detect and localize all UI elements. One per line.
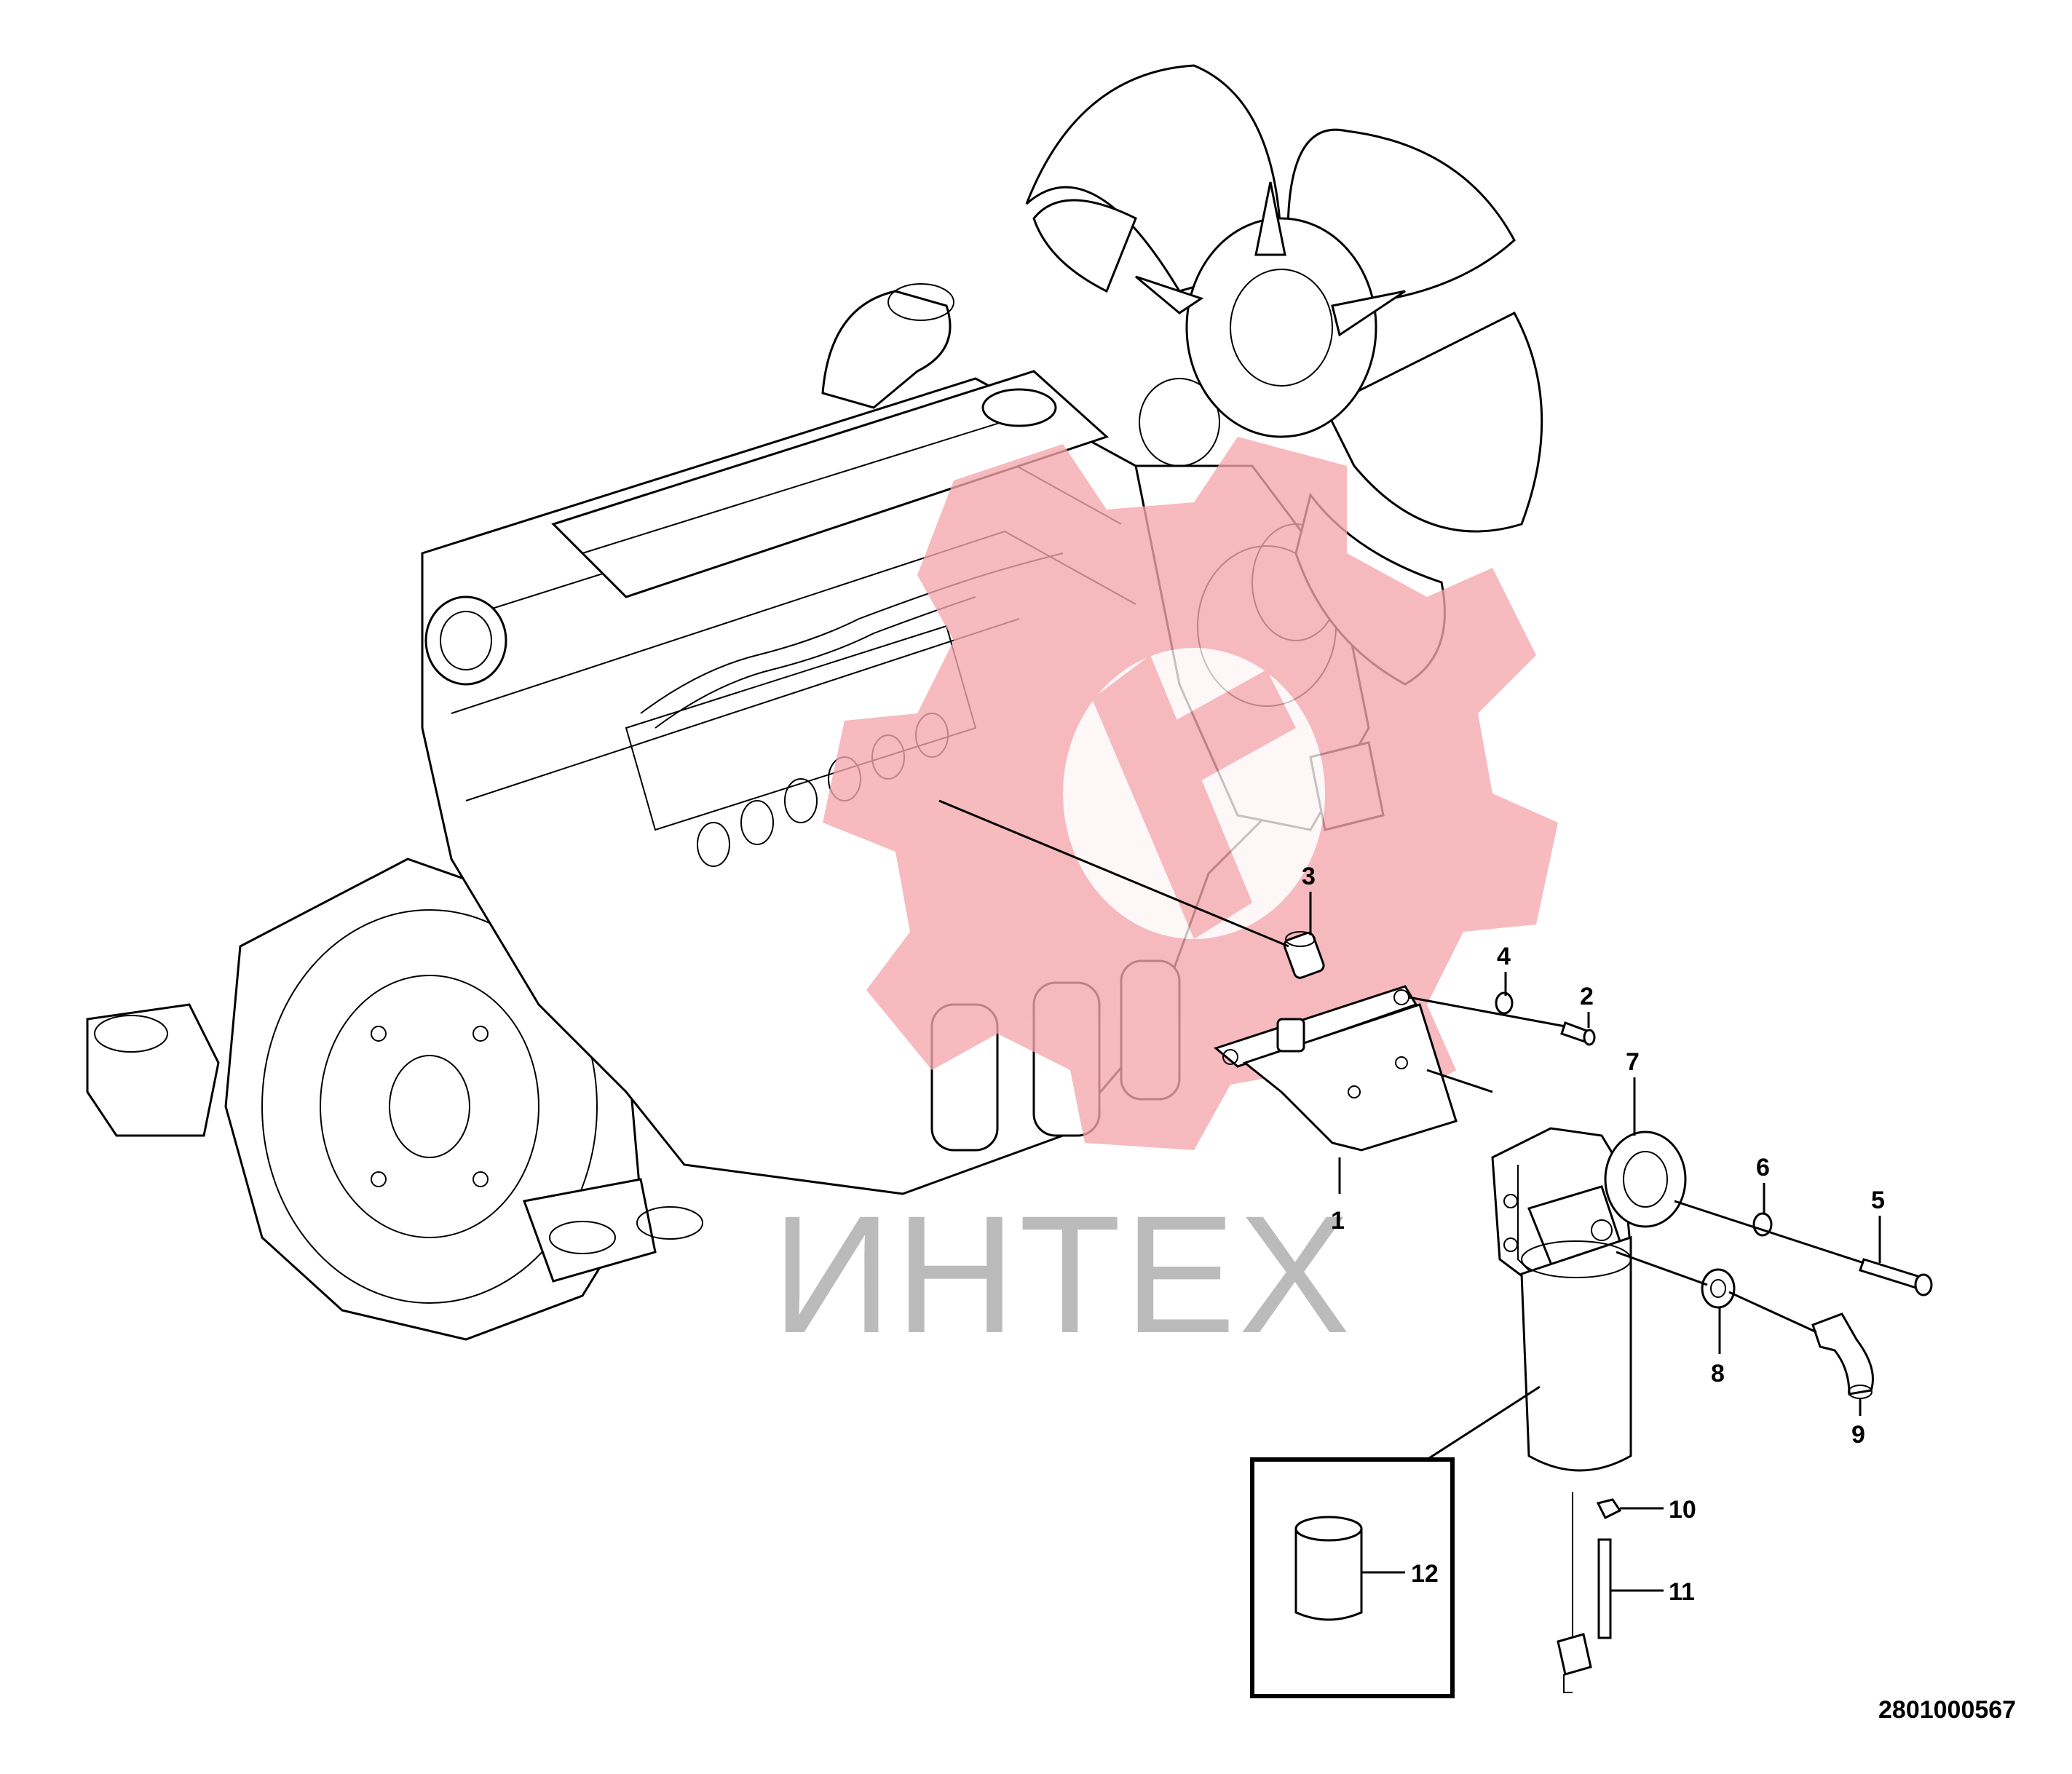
part-spacer xyxy=(1283,931,1325,979)
callout-1: 1 xyxy=(1331,1207,1345,1235)
callout-4: 4 xyxy=(1497,943,1511,970)
callout-3: 3 xyxy=(1302,863,1316,890)
rear-engine-mount xyxy=(86,1003,703,1283)
detail-box-filter-element xyxy=(1250,1457,1455,1698)
part-bracket xyxy=(1213,985,1458,1152)
part-washer-upper xyxy=(1495,991,1514,1015)
callout-5: 5 xyxy=(1871,1187,1885,1214)
part-fuel-filter-assembly xyxy=(1491,1127,1687,1472)
callout-9: 9 xyxy=(1851,1421,1865,1449)
document-number: 2801000567 xyxy=(1878,1696,2016,1724)
callout-6: 6 xyxy=(1756,1154,1770,1181)
part-bolt-long xyxy=(1859,1258,1933,1296)
callout-10: 10 xyxy=(1669,1496,1696,1524)
callout-11: 11 xyxy=(1669,1578,1695,1606)
part-washer-lower xyxy=(1752,1212,1773,1237)
callout-7: 7 xyxy=(1626,1048,1640,1076)
part-fitting xyxy=(1701,1268,1736,1309)
callout-12: 12 xyxy=(1411,1560,1439,1588)
watermark-text: ИНТЕХ xyxy=(772,1181,1353,1368)
part-water-sensor xyxy=(1557,1492,1612,1693)
watermark: ИНТЕХ xyxy=(772,437,1558,1368)
exploded-parts xyxy=(1213,931,1933,1693)
callout-8: 8 xyxy=(1711,1360,1725,1387)
part-sensor-nut xyxy=(1596,1498,1622,1520)
part-filter-element xyxy=(1294,1516,1363,1621)
part-bolt-short xyxy=(1560,1021,1596,1046)
part-elbow xyxy=(1811,1312,1874,1399)
callout-2: 2 xyxy=(1580,983,1594,1010)
callout-labels: 1 2 3 4 5 6 7 8 9 10 11 12 xyxy=(1302,863,1885,1606)
